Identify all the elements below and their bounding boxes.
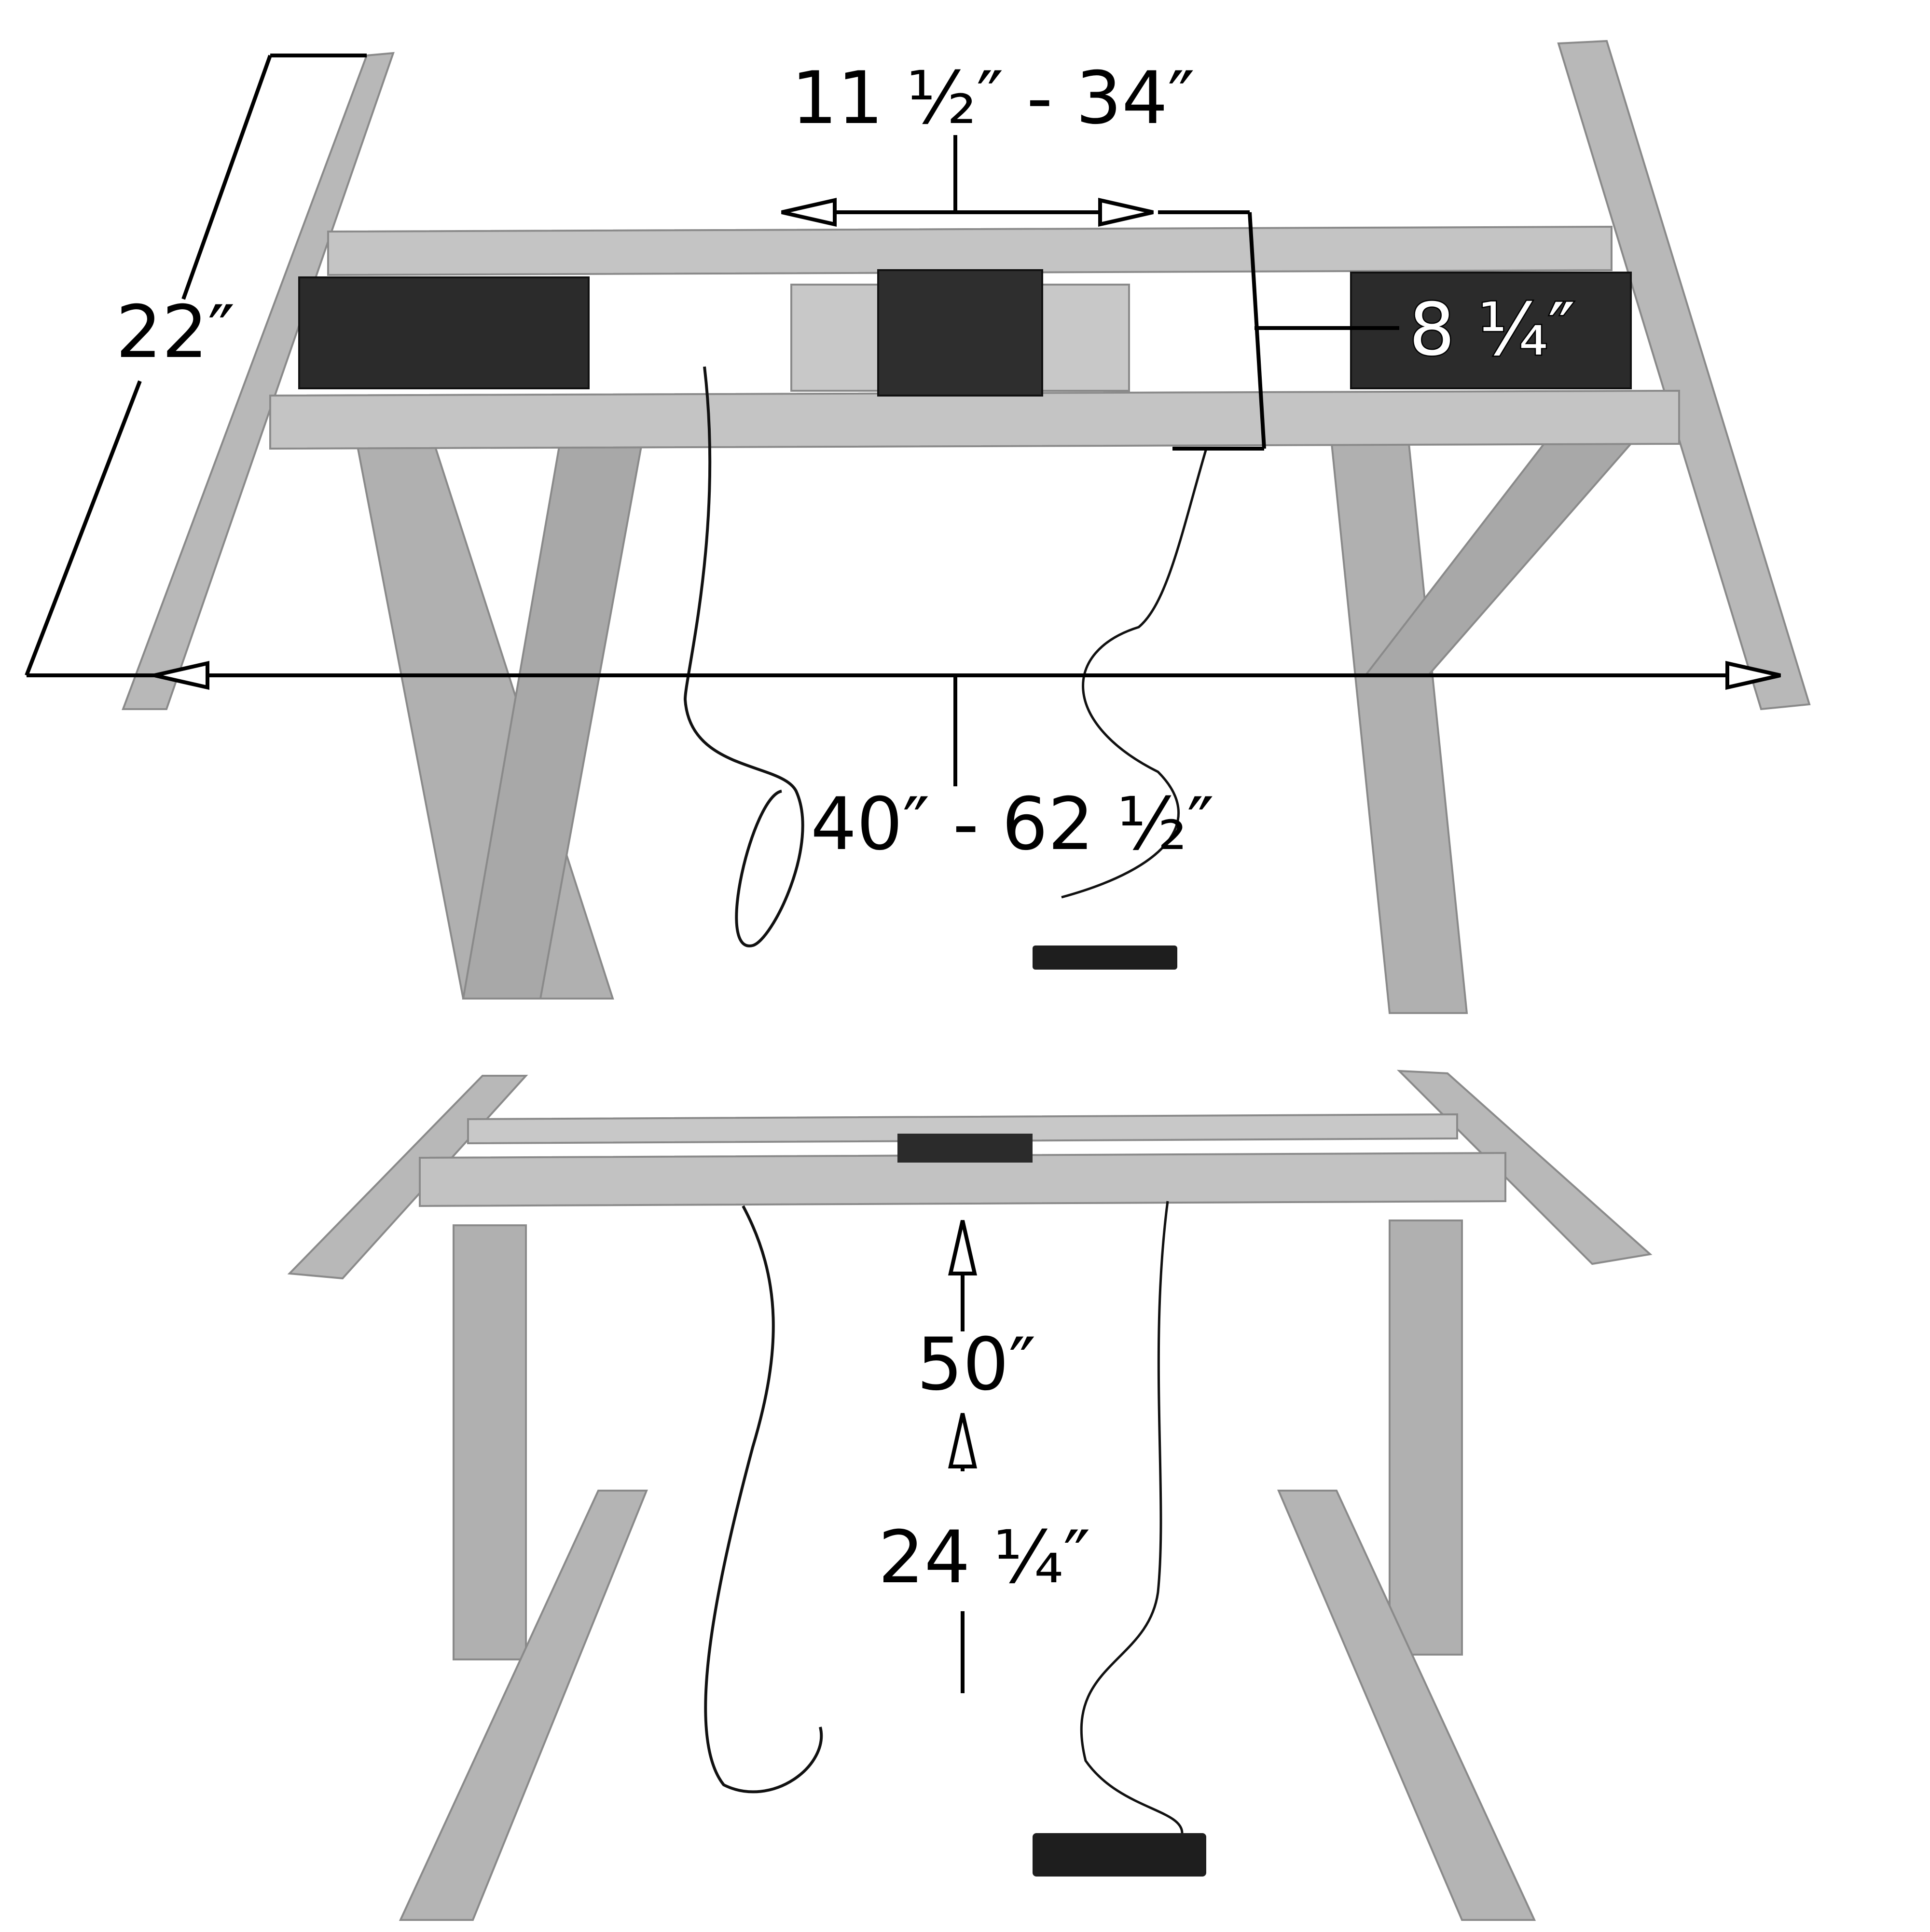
top-handset <box>1033 945 1177 970</box>
right-motor-box <box>1350 272 1632 389</box>
front-right-column <box>1389 1219 1463 1656</box>
front-view-frame <box>287 1069 1653 1921</box>
front-main-rail <box>419 1151 1506 1207</box>
width-range-label: 40″ - 62 ½″ <box>811 782 1214 866</box>
depth-line-upper <box>181 55 272 300</box>
width-arrow-right <box>1725 660 1781 690</box>
back-crossbar <box>327 225 1613 276</box>
control-box <box>877 269 1043 397</box>
right-back-leg <box>1330 443 1468 1014</box>
front-right-foot <box>1277 1490 1536 1921</box>
depth-label: 22″ <box>116 290 235 374</box>
depth-line-lower <box>25 380 142 676</box>
front-left-column <box>453 1224 527 1660</box>
crossbar-spacing-label: 11 ½″ - 34″ <box>791 56 1195 140</box>
front-handset-cable <box>1080 1201 1184 1834</box>
spacing-arrow-right <box>1098 197 1154 227</box>
handset-cable <box>1061 448 1208 899</box>
right-side-arm <box>1557 40 1811 711</box>
width-arrow-left <box>154 660 209 690</box>
dimension-annotations <box>25 54 1781 1693</box>
power-cable <box>683 366 804 947</box>
min-height-arrow <box>948 1413 978 1468</box>
front-left-foot <box>399 1490 648 1921</box>
front-power-cable <box>704 1205 823 1794</box>
left-side-arm <box>122 52 395 710</box>
rail-gap-label: 8 ¼″ <box>1409 288 1575 372</box>
front-control-box <box>897 1134 1033 1163</box>
top-view-frame <box>122 40 1811 1014</box>
left-motor-box <box>298 276 590 389</box>
max-height-arrow <box>948 1220 978 1275</box>
max-height-label: 50″ <box>917 1323 1036 1407</box>
front-back-rail <box>467 1113 1458 1145</box>
spacing-arrow-left <box>781 197 837 227</box>
front-handset <box>1033 1833 1206 1877</box>
front-left-arm <box>287 1075 528 1280</box>
front-crossbar <box>269 389 1680 450</box>
front-right-arm <box>1396 1069 1653 1265</box>
gap-vertical <box>1248 212 1266 449</box>
min-height-label: 24 ¼″ <box>878 1516 1090 1600</box>
